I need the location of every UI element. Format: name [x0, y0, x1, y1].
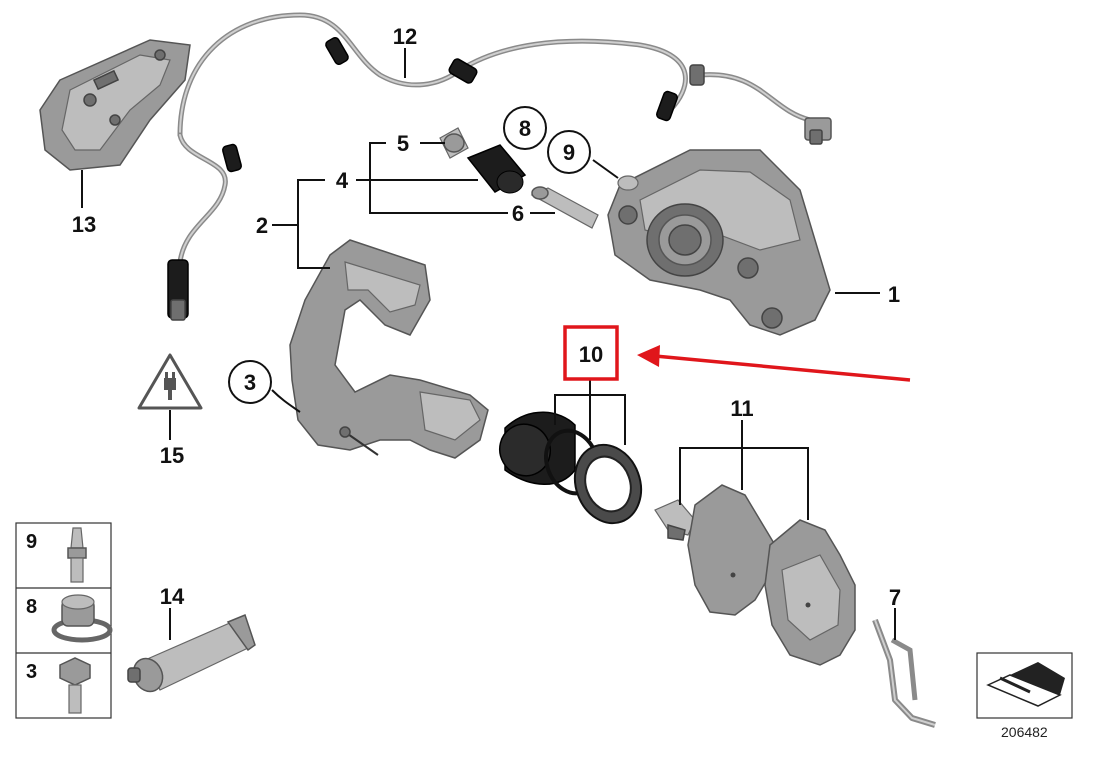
callout-1: 1 [888, 282, 900, 307]
callout-15: 15 [160, 443, 184, 468]
anti-rattle-spring [872, 618, 936, 728]
sheet-arrow-icon [976, 652, 1073, 719]
callout-3-circle [228, 360, 272, 404]
highlight-arrow [637, 345, 911, 382]
legend-label-8: 8 [26, 596, 37, 618]
callout-4: 4 [336, 168, 349, 193]
callout-14: 14 [160, 584, 185, 609]
callout-6: 6 [512, 201, 524, 226]
reference-number: 206482 [1001, 724, 1048, 740]
leader-lines [81, 48, 896, 640]
brake-pads [654, 484, 856, 666]
brake-caliper-housing [607, 149, 831, 336]
callout-13: 13 [72, 212, 96, 237]
legend-label-3: 3 [26, 661, 37, 683]
callout-8: 8 [519, 116, 531, 141]
wear-sensor-cable [167, 12, 832, 321]
callout-10: 10 [579, 342, 603, 367]
callout-8-circle [503, 106, 547, 150]
dust-cap-icon [51, 594, 113, 643]
callout-5: 5 [397, 131, 409, 156]
legend-label-9: 9 [26, 531, 37, 553]
highlight-box [563, 325, 619, 381]
callout-11: 11 [730, 396, 753, 421]
callout-3: 3 [244, 370, 256, 395]
callout-9-circle [547, 130, 591, 174]
callout-7: 7 [889, 585, 901, 610]
caliper-carrier [289, 239, 489, 459]
brake-piston-kit [498, 411, 643, 525]
callout-12: 12 [393, 24, 417, 49]
sensor-bracket [39, 39, 191, 171]
grease-tube [127, 614, 256, 693]
legend-box: 9 8 3 [15, 522, 113, 719]
callout-9: 9 [563, 140, 575, 165]
hex-bolt-icon [59, 657, 91, 714]
warning-triangle-plug-icon [137, 353, 203, 410]
bleeder-screw-icon [67, 527, 87, 583]
guide-bolt-set [439, 127, 599, 229]
callout-2: 2 [256, 213, 268, 238]
